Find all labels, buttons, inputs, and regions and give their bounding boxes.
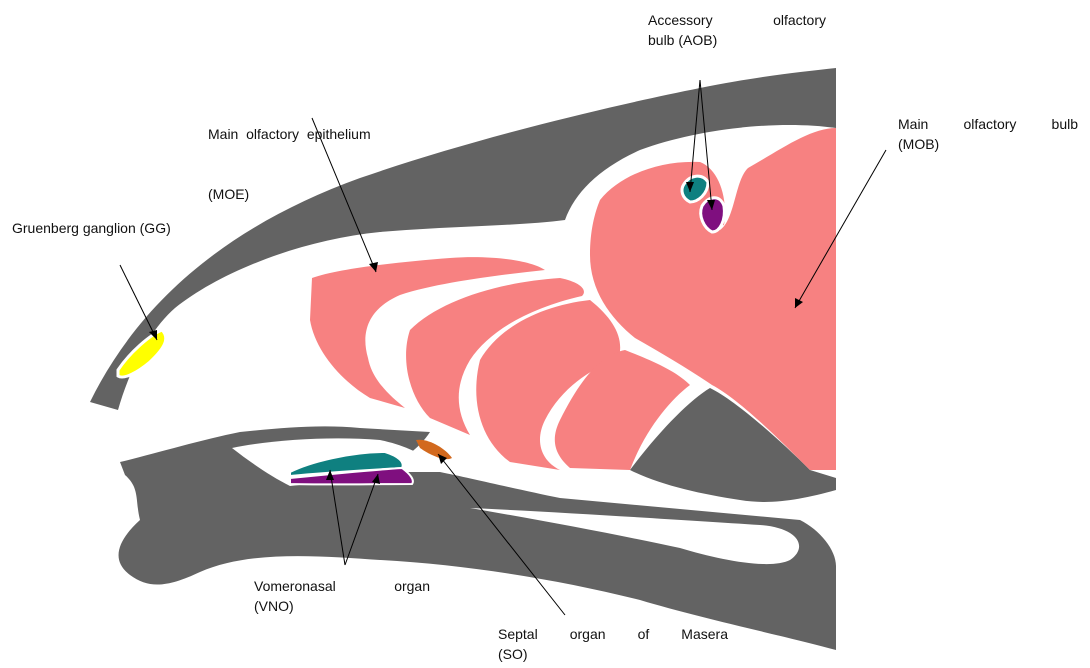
label-so-line2: (SO) (498, 644, 728, 664)
label-mob: Main olfactory bulb (MOB) (898, 114, 1078, 154)
label-mob-w3: bulb (1052, 114, 1078, 134)
label-aob-w2: olfactory (773, 10, 826, 30)
label-mob-w1: Main (898, 114, 928, 134)
label-mob-line2: (MOB) (898, 134, 1078, 154)
label-vno-w2: organ (394, 576, 430, 596)
label-aob: Accessory olfactory bulb (AOB) (648, 10, 826, 50)
label-vno-w1: Vomeronasal (254, 576, 336, 596)
label-so-w2: organ (570, 624, 606, 644)
label-gg-line1: Gruenberg ganglion (GG) (12, 218, 171, 238)
label-aob-w1: Accessory (648, 10, 713, 30)
label-so: Septal organ of Masera (SO) (498, 624, 728, 664)
label-vno: Vomeronasal organ (VNO) (254, 576, 430, 616)
label-moe-line2: (MOE) (208, 184, 371, 204)
label-vno-line2: (VNO) (254, 596, 430, 616)
label-moe-line1: Main olfactory epithelium (208, 124, 371, 144)
label-gg: Gruenberg ganglion (GG) (12, 218, 171, 238)
label-mob-w2: olfactory (963, 114, 1016, 134)
label-so-w4: Masera (681, 624, 728, 644)
label-so-w1: Septal (498, 624, 538, 644)
label-aob-line2: bulb (AOB) (648, 30, 826, 50)
label-moe: Main olfactory epithelium (MOE) (208, 84, 371, 224)
label-so-w3: of (638, 624, 650, 644)
